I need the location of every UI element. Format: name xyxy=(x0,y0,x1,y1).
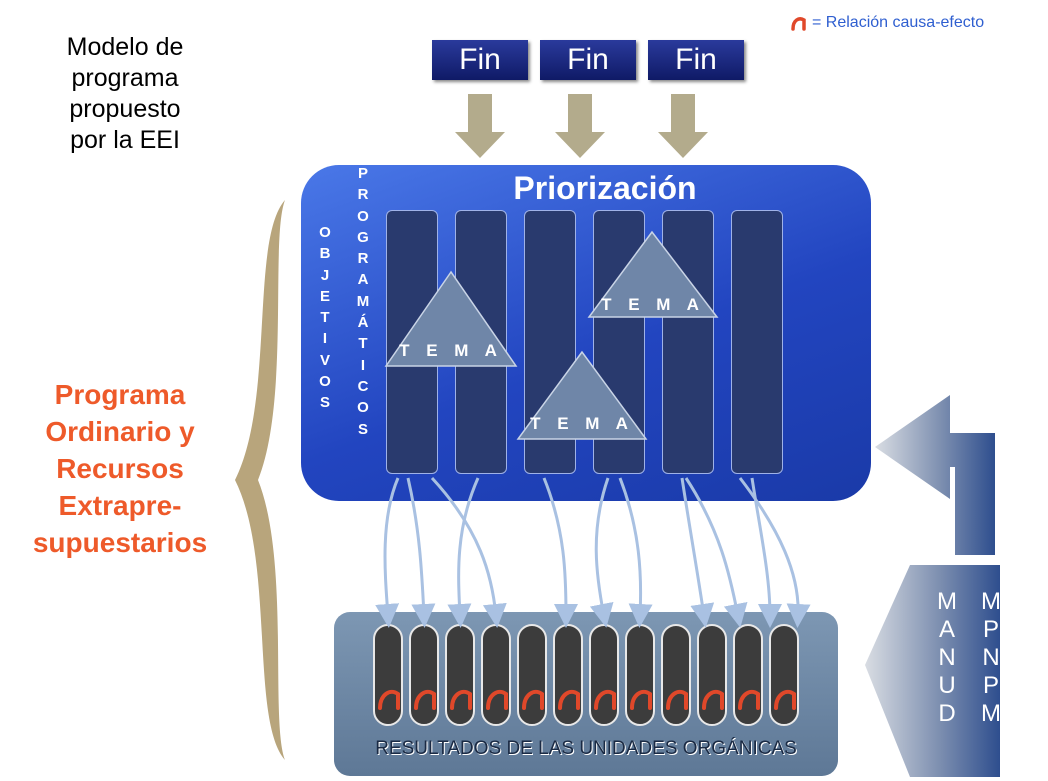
objective-column xyxy=(593,210,645,474)
objective-column xyxy=(662,210,714,474)
legend: = Relación causa-efecto xyxy=(790,14,984,32)
tema-label: T E M A xyxy=(399,341,503,360)
program-label-line: Recursos xyxy=(56,453,184,484)
result-slot xyxy=(409,624,439,726)
result-slot xyxy=(517,624,547,726)
objective-column xyxy=(524,210,576,474)
program-label-line: supuestarios xyxy=(32,527,208,558)
tema-label: T E M A xyxy=(530,414,634,433)
program-label-line: Extrapre- xyxy=(58,490,182,521)
program-label-line: Programa xyxy=(54,379,186,410)
result-slot xyxy=(661,624,691,726)
program-label: Programa Ordinario y Recursos Extrapre- … xyxy=(10,376,230,561)
down-arrow xyxy=(658,94,708,158)
fin-box: Fin xyxy=(540,40,636,80)
result-slot xyxy=(625,624,655,726)
program-label-line: Ordinario y xyxy=(45,416,195,447)
result-slot xyxy=(553,624,583,726)
down-arrow xyxy=(555,94,605,158)
result-slot xyxy=(769,624,799,726)
cause-effect-icon xyxy=(791,17,806,31)
diagram-title: Modelo de programa propuesto por la EEI xyxy=(40,32,210,156)
priority-title: Priorización xyxy=(513,170,697,206)
tema-label: T E M A xyxy=(601,295,705,314)
result-slot xyxy=(481,624,511,726)
results-label: RESULTADOS DE LAS UNIDADES ORGÁNICAS xyxy=(375,738,797,759)
title-line: programa xyxy=(71,64,179,92)
feedback-arrow xyxy=(865,395,1000,777)
title-line: Modelo de xyxy=(66,33,184,61)
curly-brace xyxy=(235,200,285,760)
title-line: propuesto xyxy=(69,95,181,123)
result-slot xyxy=(373,624,403,726)
result-slot xyxy=(445,624,475,726)
fin-box: Fin xyxy=(432,40,528,80)
title-line: por la EEI xyxy=(70,126,180,154)
result-slot xyxy=(697,624,727,726)
fin-box: Fin xyxy=(648,40,744,80)
result-slot xyxy=(733,624,763,726)
down-arrow xyxy=(455,94,505,158)
result-slot xyxy=(589,624,619,726)
objective-column xyxy=(731,210,783,474)
legend-text: = Relación causa-efecto xyxy=(812,14,985,31)
